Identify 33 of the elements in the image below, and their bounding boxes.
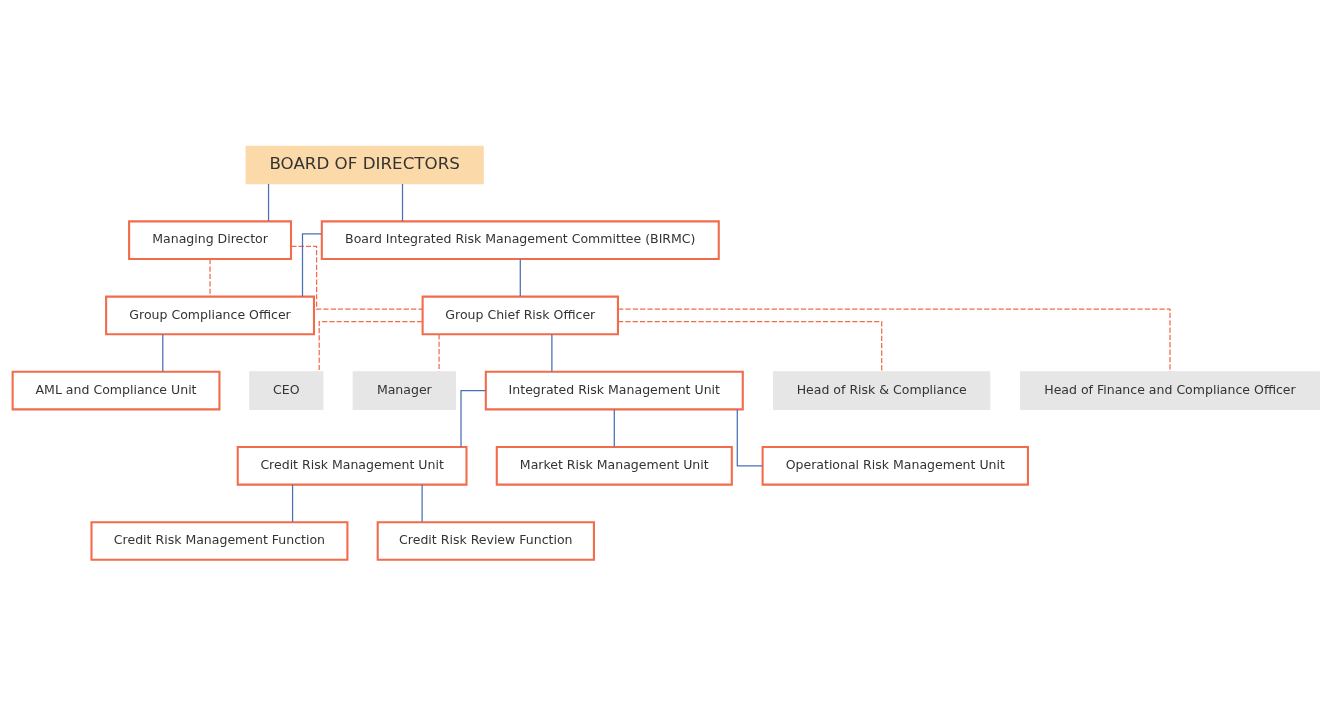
connector [318, 320, 424, 372]
node-box: Head of Risk & Compliance [773, 370, 991, 410]
connector [301, 232, 323, 297]
node-box: Credit Risk Management Function [90, 520, 349, 561]
connector [401, 182, 404, 222]
connector [617, 320, 883, 372]
connector [209, 258, 211, 297]
node-box: Group Chief Risk Officer [421, 295, 619, 335]
connector [551, 333, 553, 372]
connector [736, 408, 763, 466]
connector [519, 258, 521, 297]
node-box: Integrated Risk Management Unit [484, 370, 744, 410]
node-box: CEO [249, 370, 324, 410]
connector [421, 483, 423, 522]
node-box: Board Integrated Risk Management Committee (BIRMC) [320, 219, 720, 260]
connector [290, 245, 424, 310]
connector [291, 483, 294, 522]
node-box: BOARD OF DIRECTORS [245, 145, 484, 184]
node-box: AML and Compliance Unit [11, 370, 221, 410]
connector [162, 333, 164, 372]
node-box: Group Compliance Officer [105, 295, 316, 335]
connector [438, 333, 440, 372]
node-box: Manager [352, 370, 457, 410]
node-box: Credit Risk Review Function [376, 520, 595, 561]
connector [617, 308, 1171, 372]
node-box: Head of Finance and Compliance Officer [1020, 370, 1320, 410]
connector [613, 408, 615, 447]
node-box: Managing Director [128, 219, 293, 260]
connector [460, 389, 487, 447]
node-box: Market Risk Management Unit [495, 445, 733, 486]
node-box: Operational Risk Management Unit [761, 445, 1029, 486]
node-box: Credit Risk Management Unit [236, 445, 468, 486]
connector [267, 182, 270, 222]
